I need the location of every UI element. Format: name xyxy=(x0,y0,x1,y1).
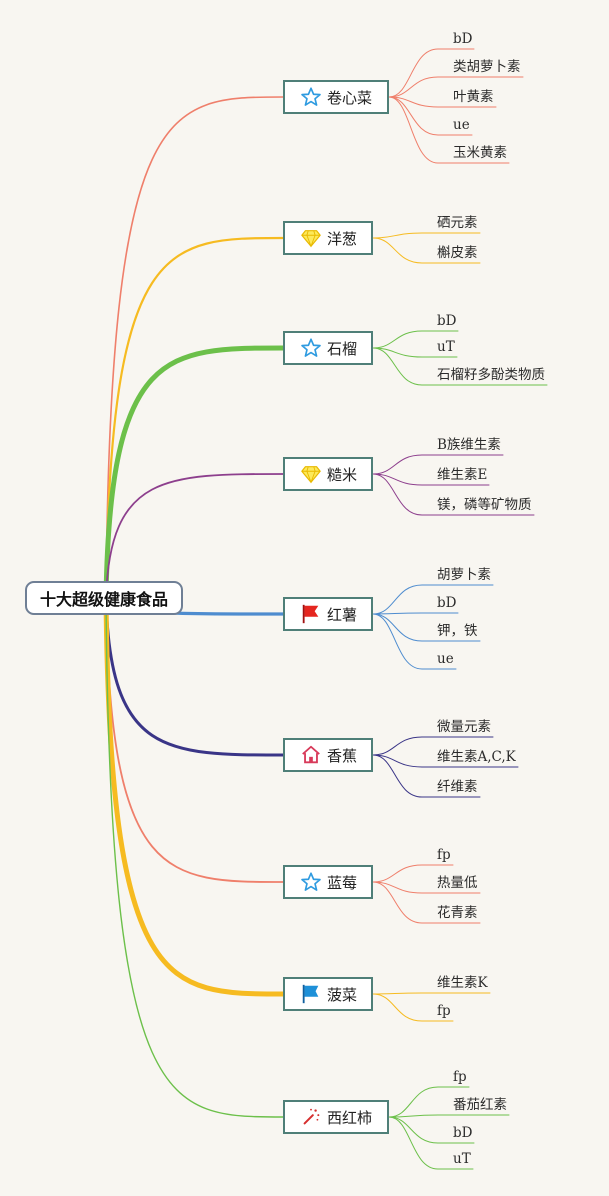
subtopic-connector xyxy=(372,613,457,670)
diamond-icon xyxy=(300,463,322,485)
subtopic-connector xyxy=(388,1086,470,1118)
subtopic[interactable]: ue xyxy=(453,117,470,133)
subtopic[interactable]: 纤维素 xyxy=(437,779,478,795)
subtopic[interactable]: uT xyxy=(437,339,455,355)
subtopic[interactable]: 镁，磷等矿物质 xyxy=(437,497,532,513)
magic-wand-icon xyxy=(300,1106,322,1128)
topic-onion[interactable]: 洋葱 xyxy=(283,221,373,255)
topic-tomato[interactable]: 西红柿 xyxy=(283,1100,389,1134)
subtopic[interactable]: 叶黄素 xyxy=(453,89,494,105)
branch-connector xyxy=(104,596,285,757)
subtopic-connector xyxy=(372,993,454,1022)
subtopic-connector xyxy=(372,864,454,883)
topic-pomegranate[interactable]: 石榴 xyxy=(283,331,373,365)
subtopic[interactable]: B族维生素 xyxy=(437,437,501,453)
subtopic-connector xyxy=(372,754,481,798)
subtopic-connector xyxy=(388,96,510,164)
topic-label: 石榴 xyxy=(327,339,358,358)
star-icon xyxy=(300,871,322,893)
subtopic[interactable]: 热量低 xyxy=(437,875,478,891)
subtopic[interactable]: fp xyxy=(453,1069,467,1085)
red-flag-icon xyxy=(300,603,322,625)
subtopic[interactable]: 胡萝卜素 xyxy=(437,567,491,583)
topic-label: 卷心菜 xyxy=(327,88,373,107)
subtopic-connector xyxy=(372,347,548,386)
branch-connector xyxy=(105,597,284,883)
subtopic-connector xyxy=(372,232,481,239)
subtopic-connector xyxy=(372,237,481,264)
star-icon xyxy=(300,337,322,359)
root-topic[interactable]: 十大超级健康食品 xyxy=(25,581,183,615)
subtopic[interactable]: ue xyxy=(437,651,454,667)
topic-brown-rice[interactable]: 糙米 xyxy=(283,457,373,491)
subtopic[interactable]: 维生素E xyxy=(437,467,488,483)
subtopic-connector xyxy=(388,48,475,98)
topic-label: 香蕉 xyxy=(327,746,358,765)
subtopic[interactable]: 花青素 xyxy=(437,905,478,921)
subtopic-connector xyxy=(372,584,494,615)
subtopic-connector xyxy=(388,1114,510,1118)
subtopic-connector xyxy=(372,881,481,924)
topic-label: 糙米 xyxy=(327,465,358,484)
subtopic[interactable]: 类胡萝卜素 xyxy=(453,59,521,75)
root-topic-label: 十大超级健康食品 xyxy=(39,590,168,609)
subtopic-connector xyxy=(372,613,481,642)
blue-flag-icon xyxy=(300,983,322,1005)
subtopic[interactable]: 槲皮素 xyxy=(437,245,478,261)
subtopic[interactable]: 番茄红素 xyxy=(453,1097,507,1113)
subtopic-connector xyxy=(388,96,497,108)
subtopic-connector xyxy=(388,1116,475,1144)
branch-connector xyxy=(105,96,284,599)
subtopic-connector xyxy=(372,473,490,486)
subtopic[interactable]: 钾，铁 xyxy=(437,623,478,639)
house-icon xyxy=(300,744,322,766)
subtopic[interactable]: uT xyxy=(453,1151,471,1167)
topic-sweet-potato[interactable]: 红薯 xyxy=(283,597,373,631)
subtopic-connector xyxy=(388,1116,474,1170)
subtopic[interactable]: 维生素A,C,K xyxy=(437,749,516,765)
subtopic[interactable]: 石榴籽多酚类物质 xyxy=(437,367,545,383)
topic-blueberry[interactable]: 蓝莓 xyxy=(283,865,373,899)
topic-label: 菠菜 xyxy=(327,985,358,1004)
subtopic[interactable]: 微量元素 xyxy=(437,719,491,735)
subtopic[interactable]: bD xyxy=(453,31,473,47)
topic-label: 西红柿 xyxy=(327,1108,373,1127)
subtopic-connector xyxy=(372,754,519,768)
topic-spinach[interactable]: 菠菜 xyxy=(283,977,373,1011)
branch-connector xyxy=(103,345,286,601)
topic-label: 蓝莓 xyxy=(327,873,358,892)
subtopic[interactable]: 硒元素 xyxy=(437,215,478,231)
subtopic-connector xyxy=(372,881,481,894)
subtopic-connector xyxy=(372,612,459,615)
subtopic[interactable]: fp xyxy=(437,1003,451,1019)
topic-label: 洋葱 xyxy=(327,229,358,248)
subtopic[interactable]: 玉米黄素 xyxy=(453,145,507,161)
subtopic-connector xyxy=(372,330,459,349)
subtopic-connector xyxy=(372,347,458,358)
subtopic-connector xyxy=(372,473,535,516)
subtopic-connector xyxy=(372,992,491,995)
subtopic-connector xyxy=(372,736,494,756)
branch-connector xyxy=(103,595,286,997)
diamond-icon xyxy=(300,227,322,249)
topic-label: 红薯 xyxy=(327,605,358,624)
branch-connector xyxy=(105,473,284,599)
subtopic-connector xyxy=(388,76,524,98)
subtopic[interactable]: bD xyxy=(453,1125,473,1141)
subtopic[interactable]: bD xyxy=(437,595,457,611)
topic-cabbage[interactable]: 卷心菜 xyxy=(283,80,389,114)
subtopic[interactable]: bD xyxy=(437,313,457,329)
branch-connector xyxy=(104,236,285,600)
subtopic[interactable]: 维生素K xyxy=(437,975,488,991)
subtopic-connector xyxy=(388,96,473,136)
branch-connector xyxy=(105,597,284,1118)
star-icon xyxy=(300,86,322,108)
subtopic[interactable]: fp xyxy=(437,847,451,863)
subtopic-connector xyxy=(372,454,504,475)
topic-banana[interactable]: 香蕉 xyxy=(283,738,373,772)
